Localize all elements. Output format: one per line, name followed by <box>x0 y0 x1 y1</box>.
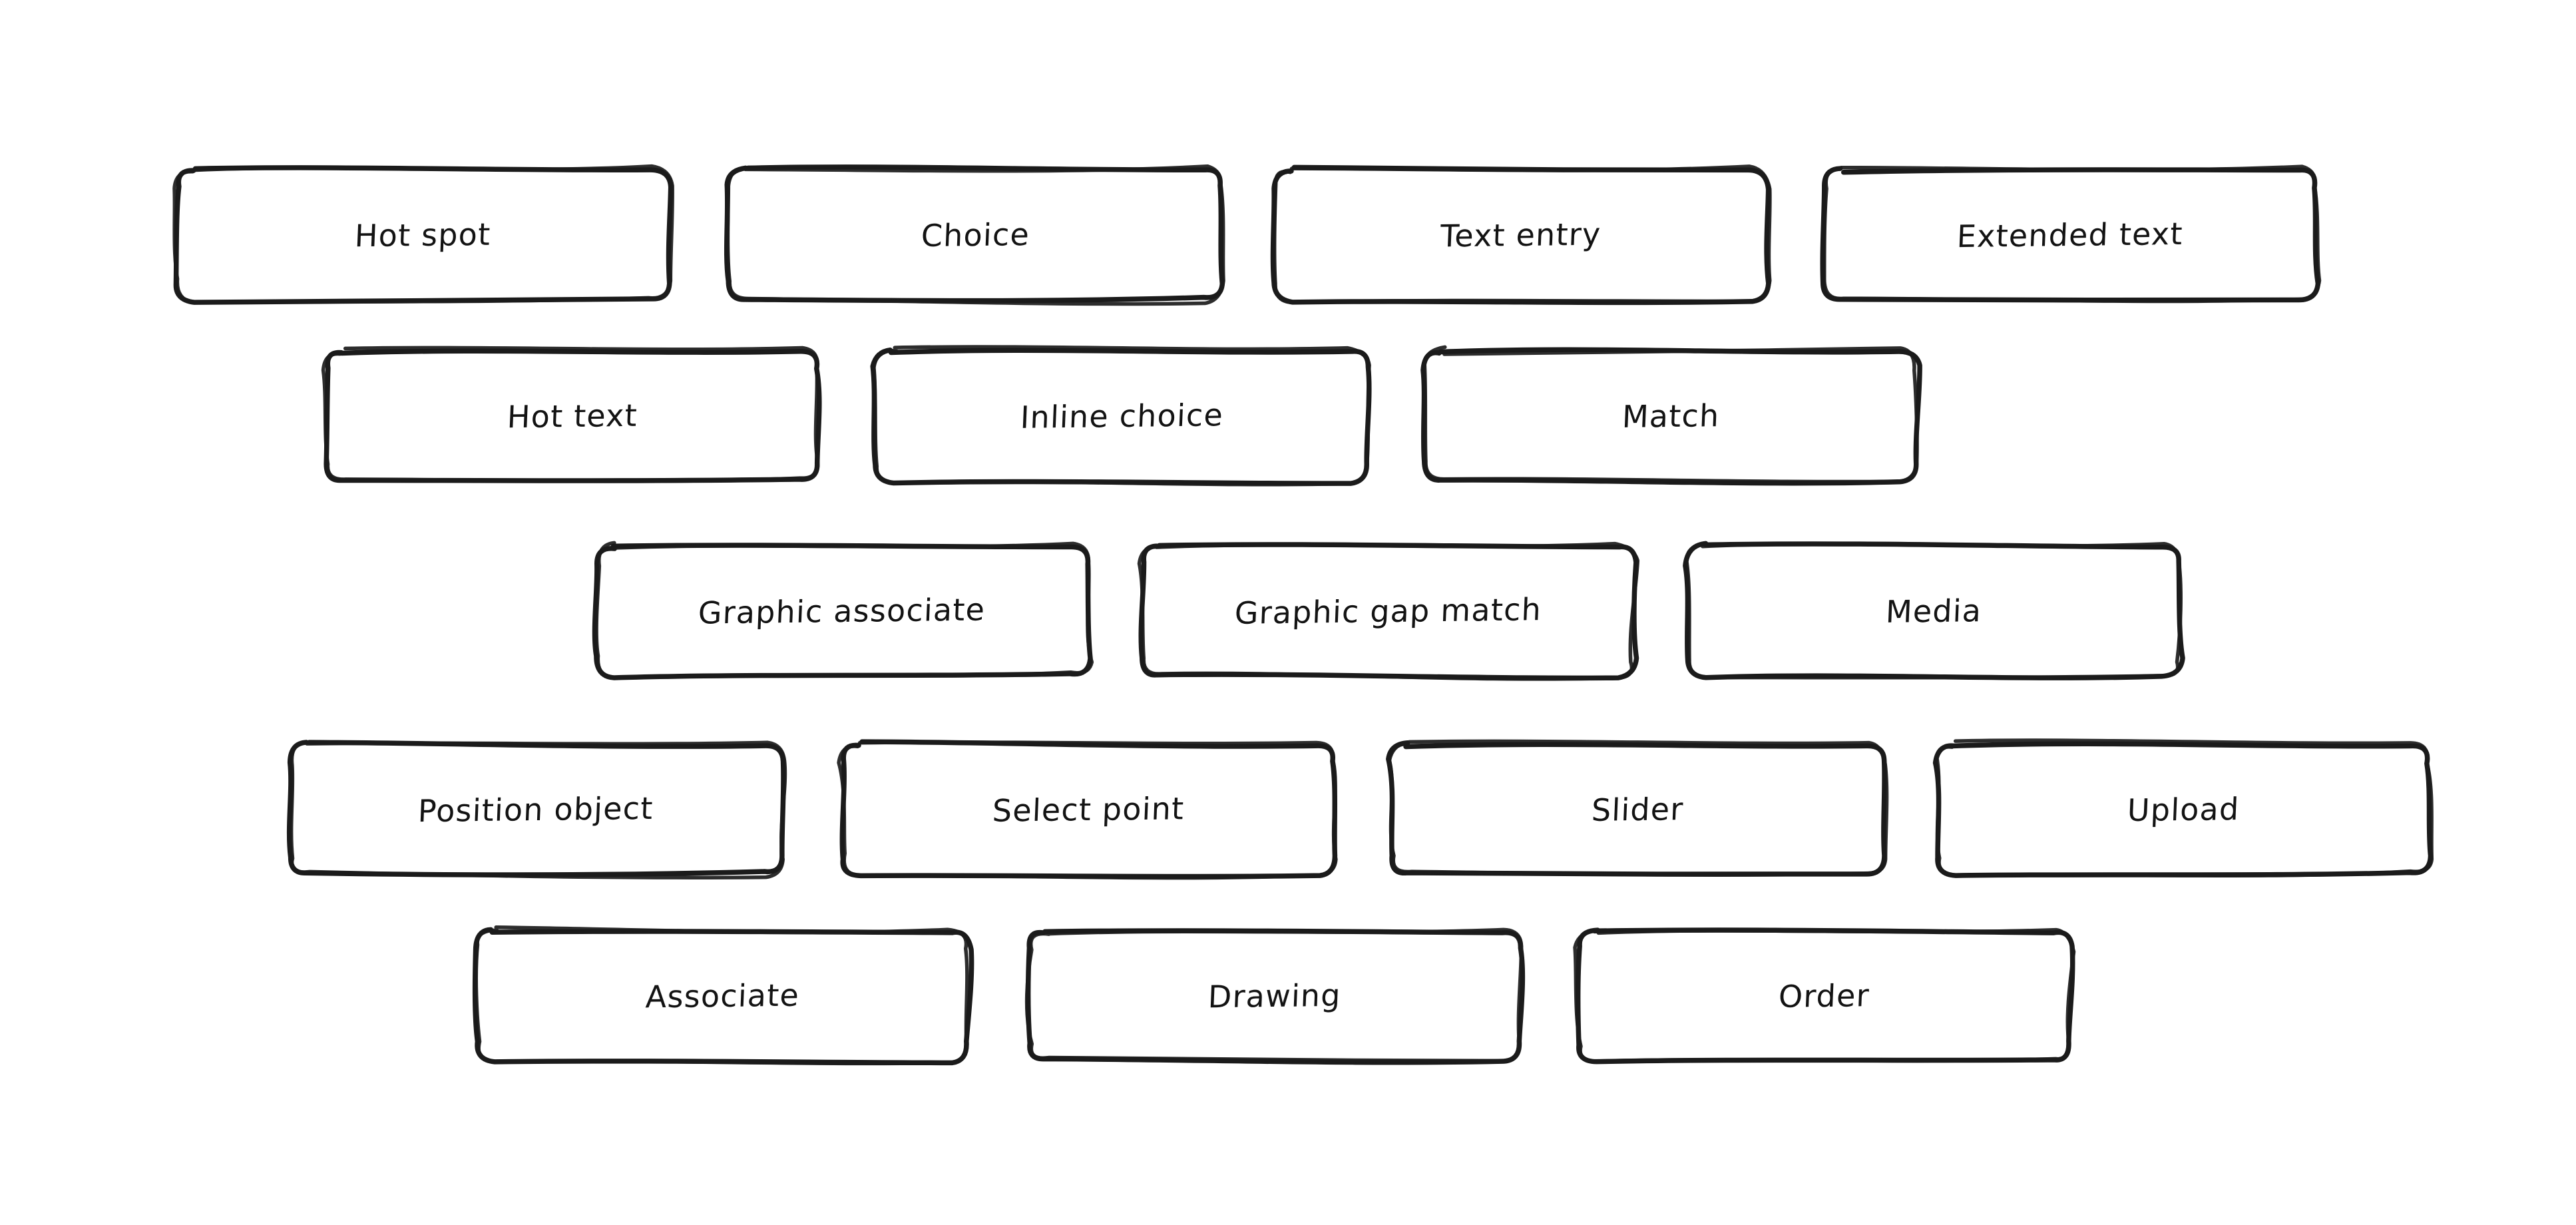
interaction-node[interactable]: Position object <box>286 740 787 879</box>
interaction-node[interactable]: Extended text <box>1820 164 2322 304</box>
node-label: Graphic associate <box>698 591 986 631</box>
node-row: Associate Drawing Order <box>0 925 2576 1066</box>
interaction-node[interactable]: Inline choice <box>870 345 1372 487</box>
node-label: Text entry <box>1440 216 1602 254</box>
node-label: Hot spot <box>353 216 492 254</box>
node-label: Inline choice <box>1019 396 1224 435</box>
node-label: Match <box>1621 397 1721 435</box>
interaction-node[interactable]: Media <box>1683 541 2185 680</box>
interaction-node[interactable]: Graphic gap match <box>1137 541 1640 681</box>
node-label: Order <box>1777 977 1870 1015</box>
interaction-node[interactable]: Hot text <box>321 346 822 483</box>
interaction-node[interactable]: Graphic associate <box>592 541 1094 680</box>
node-label: Select point <box>991 790 1185 829</box>
interaction-node[interactable]: Choice <box>724 164 1225 306</box>
node-label: Associate <box>644 977 800 1015</box>
node-label: Drawing <box>1207 977 1342 1015</box>
interaction-node[interactable]: Select point <box>837 739 1338 880</box>
node-label: Media <box>1884 592 1983 630</box>
interaction-node[interactable]: Order <box>1573 927 2076 1065</box>
interaction-node[interactable]: Associate <box>472 925 974 1066</box>
interaction-node[interactable]: Drawing <box>1024 927 1526 1065</box>
node-label: Position object <box>417 790 654 829</box>
node-label: Hot text <box>506 397 639 435</box>
interaction-node[interactable]: Hot spot <box>172 164 674 305</box>
node-row: Hot text Inline choice Match <box>0 345 2576 487</box>
node-row: Graphic associate Graphic gap match Media <box>0 541 2576 681</box>
node-label: Upload <box>2126 790 2241 828</box>
node-row: Position object Select point Slider Upload <box>0 738 2576 880</box>
node-label: Graphic gap match <box>1233 591 1542 631</box>
node-label: Slider <box>1590 790 1685 828</box>
interaction-node[interactable]: Upload <box>1932 738 2434 878</box>
interaction-node[interactable]: Text entry <box>1270 164 1772 306</box>
interaction-node[interactable]: Slider <box>1386 739 1889 877</box>
node-label: Choice <box>920 216 1030 254</box>
node-row: Hot spot Choice Text entry Extended text <box>0 164 2576 306</box>
interaction-node[interactable]: Match <box>1420 345 1922 486</box>
node-label: Extended text <box>1956 215 2184 254</box>
